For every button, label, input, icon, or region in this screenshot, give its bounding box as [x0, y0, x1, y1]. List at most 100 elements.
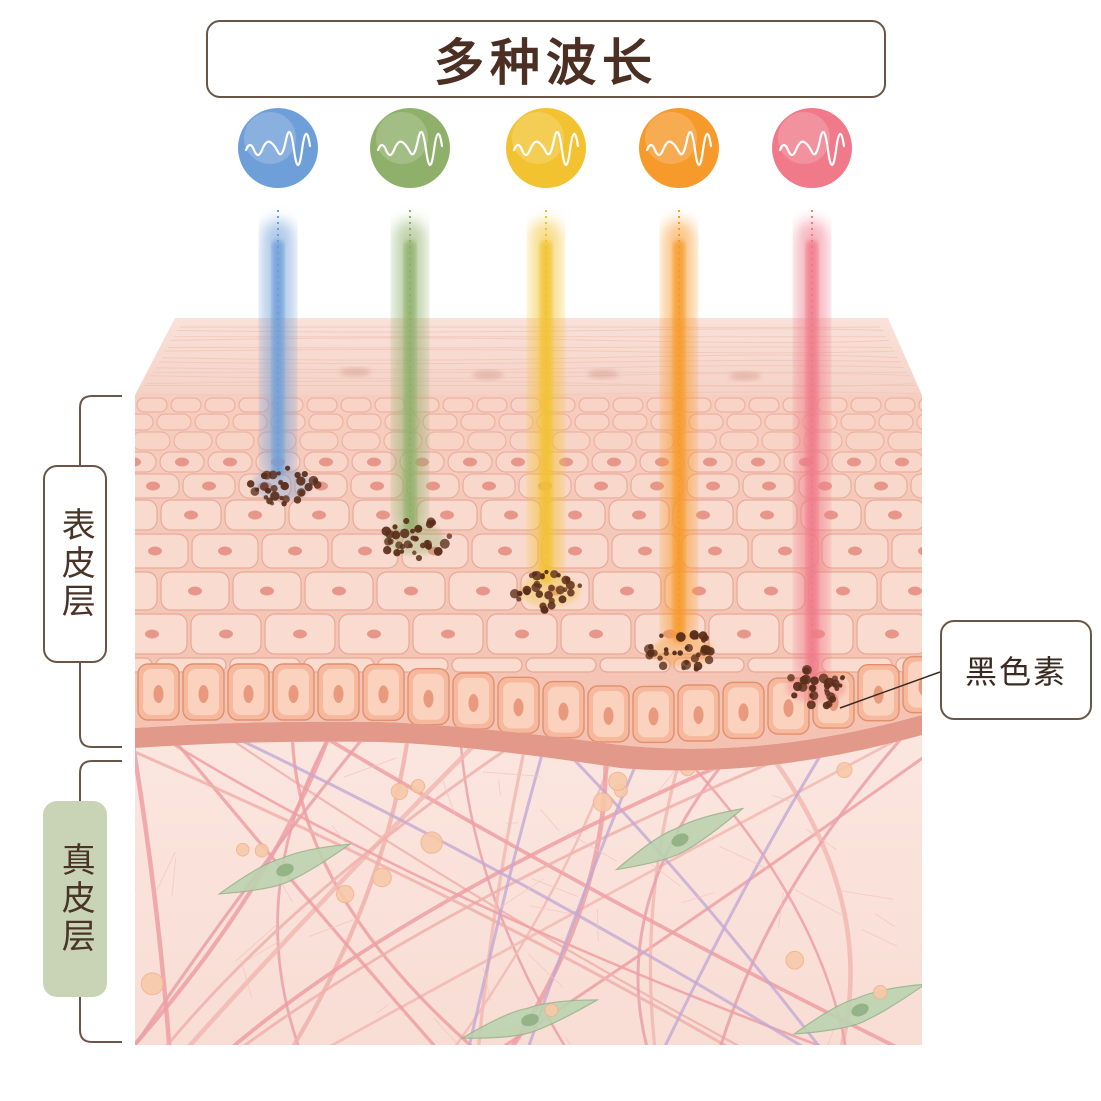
epidermis-cell: [261, 533, 329, 569]
dermis-particle: [372, 867, 392, 888]
title-box: 多种波长: [206, 20, 886, 98]
dermis-particle: [140, 972, 164, 996]
dermis-label: 真皮层: [43, 801, 107, 997]
epidermis-cell: [850, 397, 882, 413]
melanin-cluster: [246, 465, 322, 507]
epidermis-cell: [331, 533, 399, 569]
collagen-fiber: [648, 739, 688, 1045]
epidermis-cell: [376, 571, 446, 611]
epidermis-cell: [854, 473, 908, 499]
fibroblast-cell: [217, 843, 353, 895]
melanin-cluster: [509, 569, 583, 614]
melanin-clusters: [246, 465, 846, 710]
epidermis-cell: [612, 397, 644, 413]
epidermis-cell: [412, 613, 484, 655]
collagen-fiber: [173, 738, 449, 1045]
dermis-particle: [335, 884, 355, 904]
epidermis-cell: [182, 473, 236, 499]
basal-cell: [407, 667, 450, 726]
elastin-fiber: [657, 739, 832, 1045]
dermis-particle: [608, 771, 628, 792]
epidermis-cell: [303, 451, 349, 473]
collagen-fiber: [165, 738, 859, 1045]
dermis-particle: [836, 761, 853, 779]
collagen-fiber: [304, 738, 898, 1045]
epidermis-cell: [884, 397, 916, 413]
basal-cell: [722, 681, 765, 740]
basal-cell: [317, 663, 360, 721]
collagen-fiber: [153, 738, 521, 1045]
epidermis-cell: [338, 613, 410, 655]
epidermis-cell: [887, 431, 922, 451]
epidermis-cell: [525, 657, 597, 673]
basal-cell: [902, 655, 922, 714]
epidermis-cell: [593, 431, 633, 451]
dermis-particle: [390, 782, 408, 801]
epidermis-cell: [451, 657, 523, 673]
epidermis-cell: [299, 431, 339, 451]
epidermis-cell: [341, 431, 381, 451]
epidermis-cell: [340, 397, 372, 413]
epidermis-cell: [207, 451, 253, 473]
epidermis-cell: [232, 571, 302, 611]
epidermis-cell: [736, 571, 806, 611]
yellow-light-beam-core: [540, 240, 552, 583]
dermis-particle: [420, 831, 443, 854]
epidermis-cell: [498, 413, 534, 431]
epidermis-cell: [448, 571, 518, 611]
epidermis-cell: [191, 533, 259, 569]
epidermis-cell: [708, 613, 780, 655]
epidermis-cell: [135, 499, 158, 531]
epidermis-cell: [442, 397, 474, 413]
fibroblast-cell: [460, 999, 600, 1039]
basal-cell: [497, 676, 540, 735]
basement-membrane: [135, 715, 922, 773]
epidermis-cell: [224, 499, 286, 531]
epidermis-cell: [351, 451, 397, 473]
melanin-cluster: [381, 517, 453, 562]
epidermis-cell: [135, 413, 154, 431]
epidermis-cell: [591, 451, 637, 473]
epidermis-cell: [574, 473, 628, 499]
yellow-light-orb: [506, 108, 586, 188]
collagen-fibers: [135, 738, 922, 1045]
epidermis-cell: [845, 431, 885, 451]
wave-icon: [645, 130, 713, 167]
epidermis-cell: [135, 571, 158, 611]
dermis-particle: [410, 779, 426, 794]
epidermis-cell: [714, 397, 746, 413]
epidermis-cell: [471, 533, 539, 569]
wave-icon: [376, 130, 444, 167]
melanin-cluster: [643, 630, 715, 672]
epidermis-cell: [574, 413, 610, 431]
epidermis-cell: [447, 451, 493, 473]
epidermis-cell: [608, 499, 670, 531]
epidermis-cell: [918, 397, 922, 413]
dermis-particle: [872, 984, 888, 1000]
epidermis-cell: [264, 613, 336, 655]
epidermis-cell: [891, 533, 922, 569]
basal-cell: [137, 663, 180, 721]
fibroblast-cell: [614, 807, 745, 871]
epidermis-cell: [135, 431, 171, 451]
melanin-cluster: [786, 664, 846, 710]
wave-icon: [778, 130, 846, 167]
orange-light-beam-core: [673, 240, 685, 643]
epidermis-cell: [840, 413, 876, 431]
melanin-label: 黑色素: [964, 653, 1067, 691]
epidermis-cell: [160, 571, 230, 611]
epidermis-cell: [726, 413, 762, 431]
collagen-fiber: [175, 738, 481, 1045]
epidermis-cell: [742, 473, 796, 499]
epidermis-cell: [916, 413, 922, 431]
epidermis-cell: [173, 431, 213, 451]
epidermis-cell: [686, 473, 740, 499]
wave-icon: [244, 130, 312, 167]
basal-cell: [182, 663, 225, 721]
epidermis-cell: [232, 413, 268, 431]
epidermis-cell: [135, 613, 188, 655]
dermis-particle: [592, 792, 613, 813]
basal-cell: [542, 680, 585, 739]
epidermis-cell: [350, 473, 404, 499]
